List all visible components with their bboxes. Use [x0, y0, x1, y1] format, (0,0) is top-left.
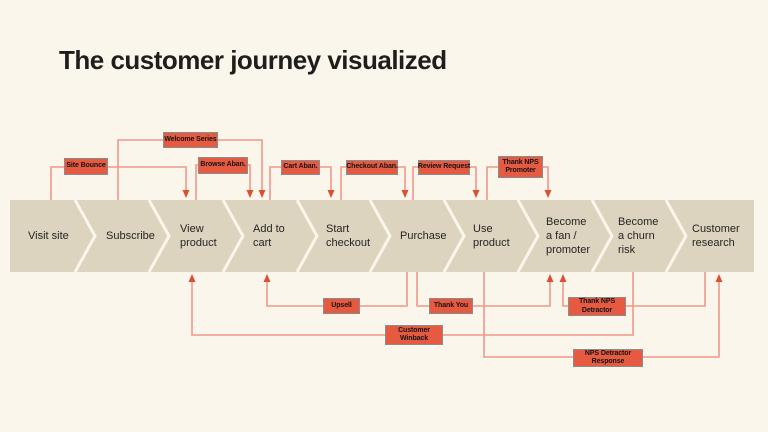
stage-add-to-cart: Add to cart: [253, 222, 285, 249]
touchpoint-checkout-abandon: Checkout Aban.: [346, 160, 398, 175]
arrowheads-up: [188, 274, 723, 282]
stage-subscribe: Subscribe: [106, 229, 155, 242]
stage-use-product: Use product: [473, 222, 510, 249]
touchpoint-welcome-series: Welcome Series: [163, 132, 218, 148]
page-title: The customer journey visualized: [59, 45, 447, 75]
arrowheads-down: [182, 190, 552, 198]
journey-bar: [10, 200, 754, 272]
touchpoint-browse-abandon: Browse Aban.: [198, 157, 248, 174]
touchpoint-thank-you: Thank You: [429, 298, 473, 314]
touchpoint-site-bounce: Site Bounce: [64, 158, 108, 175]
stage-view-product: View product: [180, 222, 217, 249]
stage-churn-risk: Become a churn risk: [618, 215, 659, 257]
touchpoint-thank-nps-detractor: Thank NPS Detractor: [568, 297, 626, 316]
touchpoint-upsell: Upsell: [323, 298, 360, 314]
touchpoint-nps-detractor-response: NPS Detractor Response: [573, 349, 643, 367]
touchpoint-cart-abandon: Cart Aban.: [281, 160, 320, 175]
chevron-separators: [73, 199, 688, 273]
stage-become-fan: Become a fan / promoter: [546, 215, 591, 257]
connector-lines: [50, 139, 720, 358]
touchpoint-customer-winback: Customer Winback: [385, 325, 443, 345]
touchpoint-review-request: Review Request: [418, 160, 470, 175]
touchpoint-thank-nps-promoter: Thank NPS Promoter: [498, 156, 543, 178]
stage-start-checkout: Start checkout: [326, 222, 371, 249]
stage-purchase: Purchase: [400, 229, 447, 242]
stage-customer-research: Customer research: [692, 222, 740, 249]
stage-visit-site: Visit site: [28, 229, 69, 242]
